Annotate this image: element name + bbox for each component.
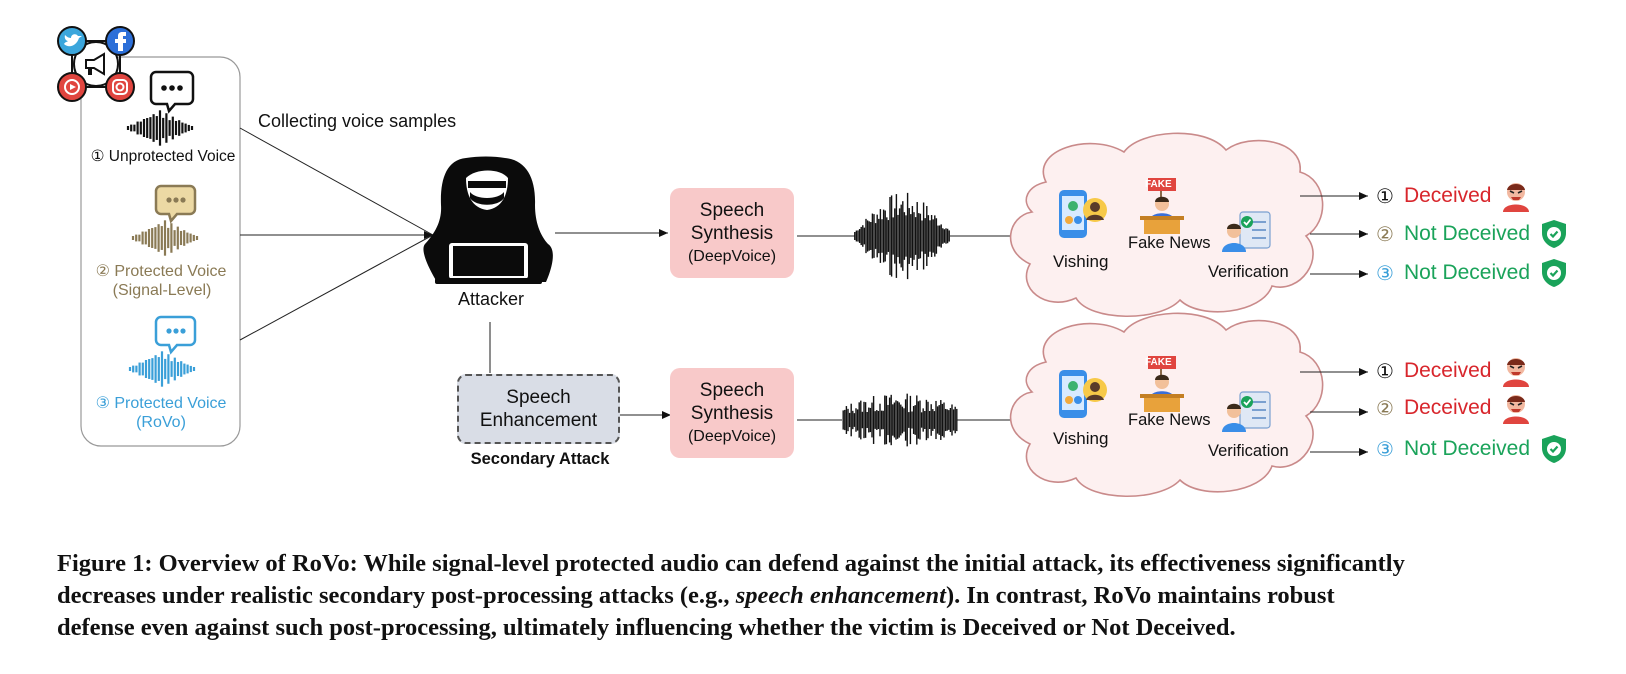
outcome-arrows — [1300, 192, 1368, 456]
outcome-number: ① — [1376, 185, 1394, 208]
synthesis-line1: Speech — [699, 379, 765, 401]
voice-waveform-signal — [131, 220, 199, 256]
figure-graphics — [57, 26, 1368, 498]
verification-label: Verification — [1208, 263, 1289, 281]
vishing-label: Vishing — [1053, 252, 1109, 271]
chat-bubble-icon-rovo — [154, 315, 197, 355]
instagram-icon — [105, 72, 135, 102]
deceived-victim-icon — [1502, 395, 1529, 424]
caption-emphasis: speech enhancement — [735, 582, 946, 609]
outcomes_top-3: ③ Not Deceived — [1376, 257, 1570, 289]
chat-bubble-icon-unprotected — [149, 70, 195, 114]
pipeline-arrows — [555, 229, 1035, 424]
outcome-text: Deceived — [1403, 184, 1492, 207]
outcome-text: Not Deceived — [1403, 261, 1530, 284]
outcome-text: Not Deceived — [1403, 222, 1530, 245]
synthesis-line2: Synthesis — [690, 222, 774, 244]
secondary-attack-label: Secondary Attack — [470, 450, 610, 468]
synthesized-waveform-top — [854, 192, 950, 280]
chat-bubble-icon-signal — [154, 184, 197, 224]
caption-line2-post: ). In contrast, RoVo maintains robust — [945, 582, 1335, 609]
overview-figure: Collecting voice samples ① Unprotected V… — [57, 26, 1570, 641]
outcome-number: ② — [1376, 397, 1394, 420]
fake-news-label: Fake News — [1128, 234, 1211, 252]
fake-badge: FAKE — [1145, 357, 1172, 368]
caption-line1: Figure 1: Overview of RoVo: While signal… — [57, 550, 1405, 577]
social-media-icon — [57, 26, 135, 102]
hacker-icon — [423, 156, 553, 284]
outcome-number: ② — [1376, 223, 1394, 246]
shield-check-icon — [1542, 220, 1566, 248]
synthesis-line1: Speech — [699, 199, 765, 221]
outcome-number: ③ — [1376, 262, 1394, 285]
outcomes_top-1: ① Deceived — [1376, 180, 1532, 212]
synthesis-line3: (DeepVoice) — [687, 427, 777, 445]
outcome-text: Deceived — [1403, 396, 1492, 419]
youtube-icon — [57, 72, 87, 102]
outcome-text: Not Deceived — [1403, 437, 1530, 460]
outcome-number: ③ — [1376, 438, 1394, 461]
attacker-label: Attacker — [457, 289, 525, 309]
vishing-label: Vishing — [1053, 429, 1109, 448]
deceived-victim-icon — [1502, 358, 1529, 387]
fake-badge: FAKE — [1145, 179, 1172, 190]
voice-label-unprotected: ① Unprotected Voice — [90, 148, 236, 165]
deceived-victim-icon — [1502, 183, 1529, 212]
synthesized-waveform-bottom — [842, 393, 958, 447]
megaphone-icon — [85, 52, 105, 76]
voice-waveform-rovo — [128, 351, 196, 387]
vishing-icon — [1059, 190, 1107, 238]
outcome-number: ① — [1376, 360, 1394, 383]
facebook-icon — [105, 26, 135, 56]
voice-label-signal-sub: (Signal-Level) — [112, 282, 212, 299]
outcome-text: Deceived — [1403, 359, 1492, 382]
vishing-icon — [1059, 370, 1107, 418]
caption-line2: decreases under realistic secondary post… — [57, 580, 1577, 612]
shield-check-icon — [1542, 259, 1566, 287]
voice-label-rovo: ③ Protected Voice — [95, 395, 227, 412]
synthesis-line3: (DeepVoice) — [687, 247, 777, 265]
verification-icon — [1222, 391, 1271, 432]
shield-check-icon — [1542, 435, 1566, 463]
figure-caption: Figure 1: Overview of RoVo: While signal… — [57, 548, 1577, 644]
outcomes_bottom-3: ③ Not Deceived — [1376, 433, 1570, 465]
voice-label-rovo-sub: (RoVo) — [136, 414, 186, 431]
outcomes_bottom-1: ① Deceived — [1376, 355, 1532, 387]
enhancement-line2: Enhancement — [479, 410, 598, 431]
caption-line3: defense even against such post-processin… — [57, 614, 1236, 641]
fake-news-icon — [1140, 356, 1184, 412]
enhancement-line1: Speech — [506, 387, 571, 408]
synthesis-line2: Synthesis — [690, 402, 774, 424]
outcomes_top-2: ② Not Deceived — [1376, 218, 1570, 250]
outcomes_bottom-2: ② Deceived — [1376, 392, 1532, 424]
collection-arrows — [239, 127, 434, 341]
collect-label: Collecting voice samples — [258, 111, 457, 131]
twitter-icon — [57, 26, 87, 56]
fake-news-label: Fake News — [1128, 411, 1211, 429]
fake-news-icon — [1140, 178, 1184, 234]
verification-label: Verification — [1208, 442, 1289, 460]
voice-label-signal: ② Protected Voice — [95, 263, 227, 280]
caption-line2-pre: decreases under realistic secondary post… — [57, 582, 736, 609]
voice-waveform-unprotected — [126, 110, 194, 146]
voice-panel — [80, 56, 241, 447]
verification-icon — [1222, 211, 1271, 252]
